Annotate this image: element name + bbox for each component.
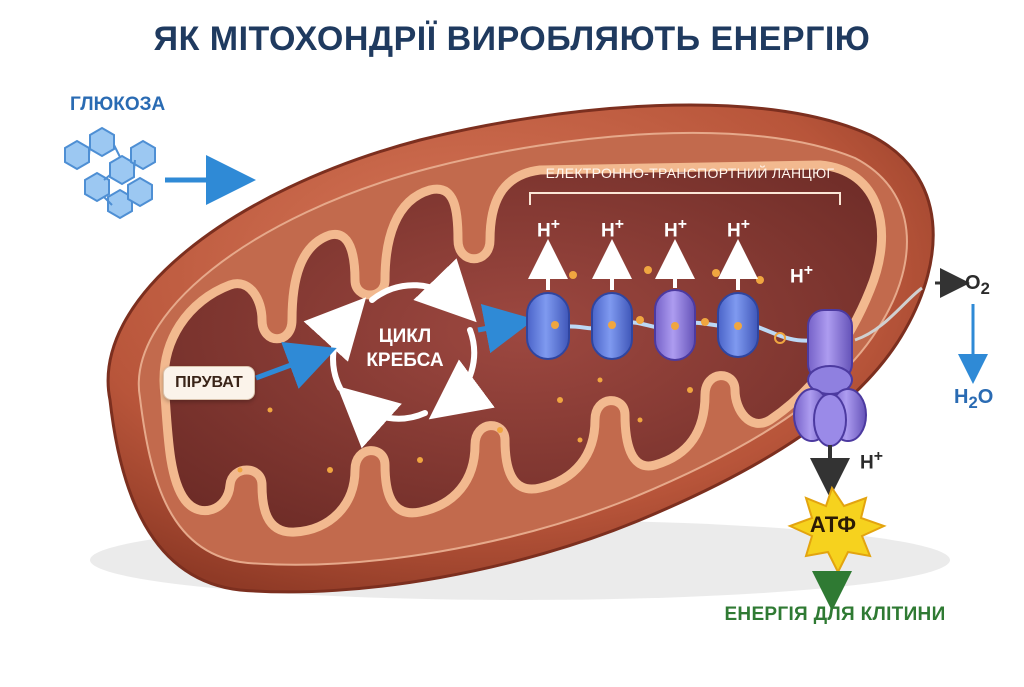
water-base: H	[954, 386, 969, 408]
pyruvate-arrow	[255, 341, 337, 389]
pyruvate-label: ПІРУВАТ	[163, 366, 255, 400]
proton-charge: +	[803, 262, 813, 279]
proton-base: H	[790, 266, 804, 288]
proton-label: H+	[601, 216, 624, 242]
water-label: H2O	[954, 386, 993, 413]
water-tail: O	[977, 386, 994, 408]
proton-label: H+	[664, 216, 687, 242]
proton-charge: +	[873, 448, 883, 465]
proton-charge: +	[614, 216, 624, 233]
energy-label: ЕНЕРГІЯ ДЛЯ КЛІТИНИ	[724, 604, 946, 625]
proton-charge: +	[550, 216, 560, 233]
proton-arrows	[528, 239, 758, 290]
glucose-label: ГЛЮКОЗА	[70, 94, 166, 115]
krebs-cycle-label: ЦИКЛ КРЕБСА	[345, 325, 465, 373]
proton-label: H+	[860, 448, 883, 474]
proton-base: H	[537, 220, 551, 242]
proton-base: H	[860, 452, 874, 474]
krebs-to-etc-arrow	[477, 304, 535, 354]
oxygen-base: O	[965, 272, 981, 294]
proton-charge: +	[740, 216, 750, 233]
oxygen-line	[854, 286, 923, 342]
glucose-molecule-icon	[64, 126, 156, 220]
atp-label: АТФ	[809, 512, 857, 537]
proton-base: H	[601, 220, 615, 242]
proton-charge: +	[677, 216, 687, 233]
proton-base: H	[727, 220, 741, 242]
etc-protein-complex-1	[526, 292, 570, 360]
proton-label: H+	[790, 262, 813, 288]
proton-label: H+	[727, 216, 750, 242]
etc-label: ЕЛЕКТРОННО-ТРАНСПОРТНИЙ ЛАНЦЮГ	[545, 165, 835, 181]
oxygen-sub: 2	[980, 279, 990, 298]
proton-label: H+	[537, 216, 560, 242]
water-sub: 2	[968, 393, 978, 412]
etc-bracket	[529, 192, 841, 205]
krebs-line-2: КРЕБСА	[366, 350, 444, 371]
atp-synthase-icon	[793, 309, 867, 447]
oxygen-label: O2	[965, 272, 990, 299]
proton-base: H	[664, 220, 678, 242]
page-title: ЯК МІТОХОНДРІЇ ВИРОБЛЯЮТЬ ЕНЕРГІЮ	[153, 20, 871, 58]
krebs-line-1: ЦИКЛ	[378, 326, 432, 347]
